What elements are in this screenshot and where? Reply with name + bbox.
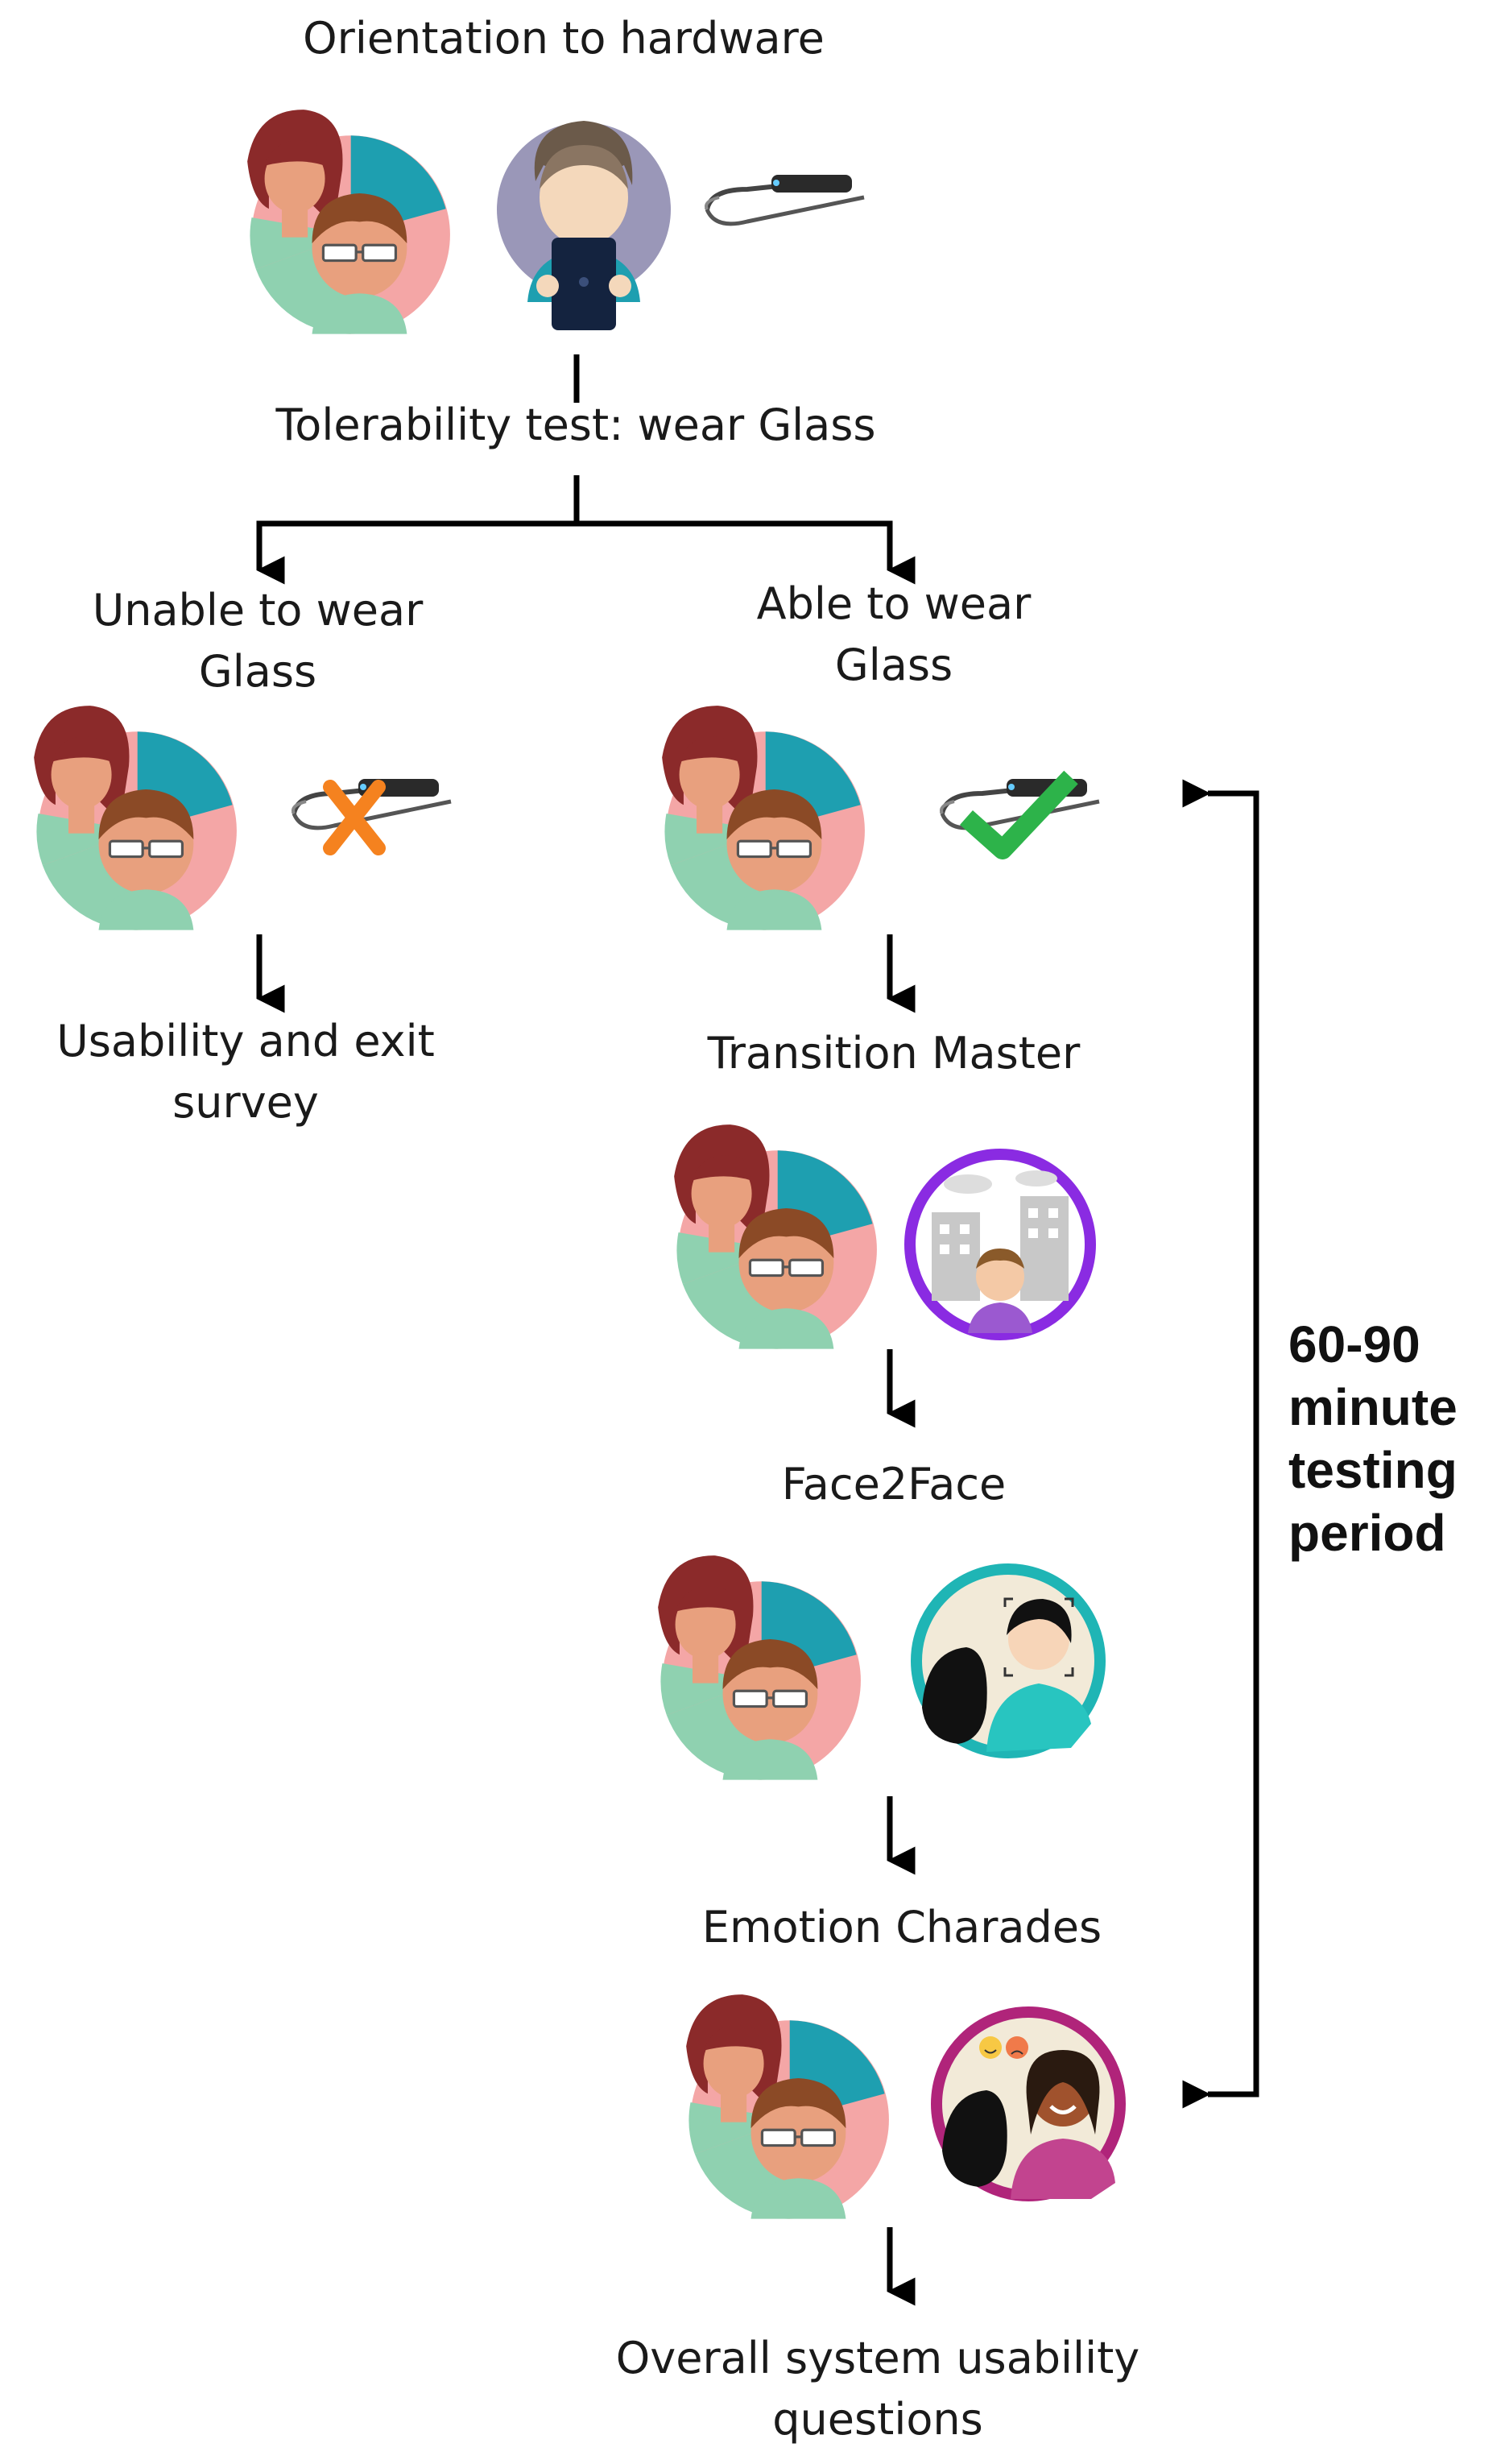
family-avatar-icon [644, 693, 870, 934]
transition-master-app-icon [904, 1149, 1096, 1340]
green-check-icon [960, 770, 1078, 859]
family-avatar-icon [16, 693, 242, 934]
label-able: Able to wear Glass [756, 578, 1032, 690]
child-with-tablet-icon [497, 121, 671, 330]
label-testing-period: 60-90 minute testing period [1288, 1315, 1458, 1562]
face2face-app-icon [911, 1563, 1106, 1758]
label-orientation: Orientation to hardware [303, 13, 825, 64]
label-overall-usability: Overall system usability questions [615, 2333, 1140, 2445]
label-usability-exit: Usability and exit survey [56, 1016, 435, 1128]
family-avatar-icon [668, 1982, 894, 2223]
emotion-charades-app-icon [931, 2006, 1126, 2201]
family-avatar-icon [656, 1112, 882, 1353]
orange-cross-icon [323, 780, 386, 855]
google-glass-icon [699, 165, 876, 254]
label-transition-master: Transition Master [707, 1028, 1081, 1079]
label-emotion-charades: Emotion Charades [701, 1902, 1102, 1953]
branch-line [256, 520, 893, 564]
label-face2face: Face2Face [781, 1459, 1007, 1509]
label-tolerability: Tolerability test: wear Glass [275, 400, 876, 450]
family-avatar-icon [229, 97, 455, 338]
label-unable: Unable to wear Glass [92, 585, 424, 697]
family-avatar-icon [640, 1543, 866, 1784]
period-bracket [1216, 790, 1259, 2098]
